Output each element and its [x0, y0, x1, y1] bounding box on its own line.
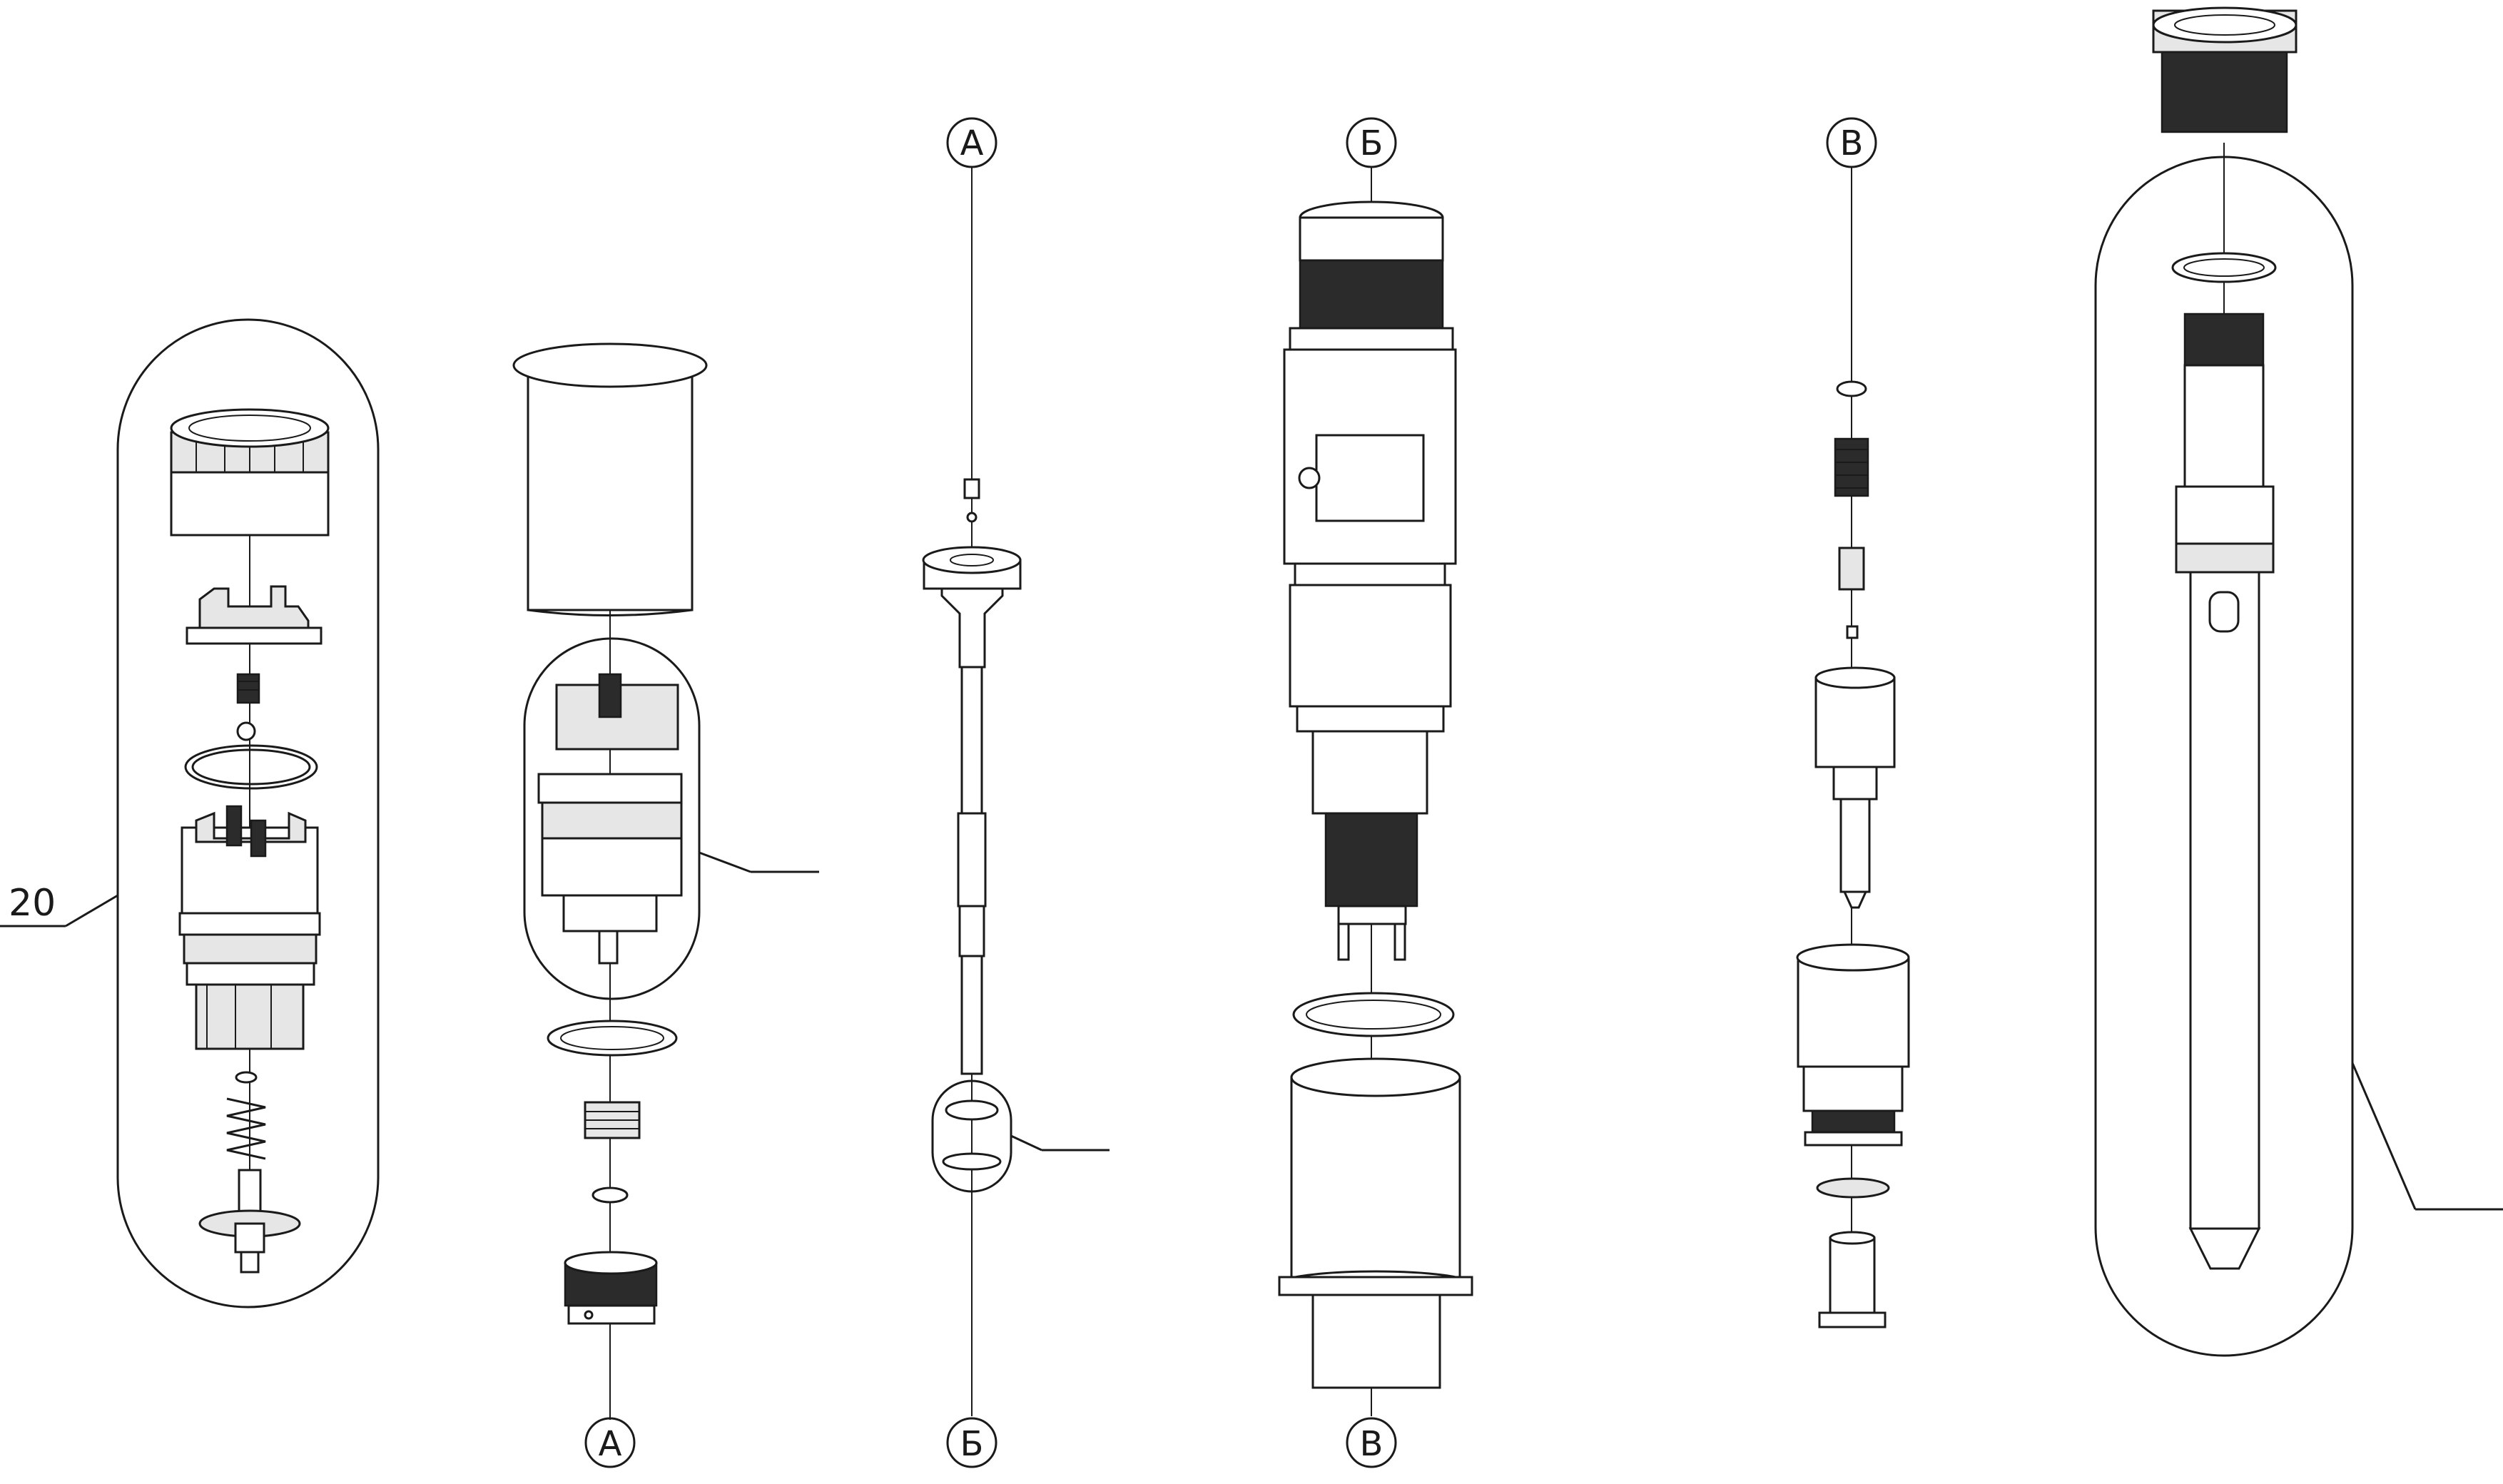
inlet-seal-ring-part — [2171, 252, 2277, 283]
small-washer-part — [235, 1071, 258, 1084]
injector-body-part — [1283, 200, 1457, 961]
group-3-leader-line — [1010, 1134, 1042, 1152]
assembly-group-1: 20 — [0, 318, 380, 1308]
ref-circle-a-top: А — [946, 117, 997, 168]
nozzle-part — [1814, 666, 1896, 909]
inlet-fitting-nut-part — [2152, 6, 2298, 133]
ring-washer-part — [547, 1020, 678, 1057]
o-ring-part — [184, 744, 318, 790]
nozzle-spring-part — [1834, 437, 1869, 497]
ref-circle-b-bottom: Б — [946, 1417, 997, 1468]
pin-part-2 — [1846, 625, 1859, 639]
assembly-group-6 — [2094, 6, 2503, 1357]
ref-circle-v-top: В — [1826, 117, 1877, 168]
seal-rings-part — [942, 1099, 1002, 1171]
ref-circle-a-bottom: А — [584, 1417, 636, 1468]
nozzle-nut-part — [1796, 943, 1910, 1147]
ref-label-v-bottom: В — [1360, 1424, 1383, 1464]
ref-circle-b-top: Б — [1346, 117, 1397, 168]
small-ball-part — [966, 512, 978, 523]
ref-label-a-bottom: А — [599, 1424, 622, 1464]
ref-label-a-top: А — [960, 123, 984, 163]
ball-part — [236, 721, 256, 741]
assembly-group-4: Б — [1278, 117, 1473, 1468]
item-20-leader-line — [65, 894, 118, 928]
sleeve-part — [1278, 1057, 1473, 1389]
large-ring-part — [1292, 992, 1455, 1037]
small-shim-part — [1836, 380, 1867, 397]
threaded-nut-part — [564, 1251, 658, 1325]
group-outline-capsule-1 — [116, 318, 380, 1308]
washer-part-5 — [1816, 1177, 1890, 1199]
valve-rod-part — [922, 546, 1022, 1075]
pin-part — [963, 478, 980, 499]
cylinder-cap-part — [512, 342, 708, 616]
inner-valve-assembly-part — [537, 673, 683, 965]
spacer-part — [1838, 547, 1865, 591]
solenoid-body-part — [178, 805, 321, 1050]
small-spring-part — [236, 673, 260, 704]
assembly-group-3: А Б — [922, 117, 1110, 1468]
ref-label-b-bottom: Б — [960, 1424, 984, 1464]
ref-label-v-top: В — [1840, 123, 1864, 163]
ref-label-b-top: Б — [1360, 123, 1383, 163]
hex-nut-part — [170, 408, 330, 537]
ref-circle-v-bottom: В — [1346, 1417, 1397, 1468]
group-2-leader-line — [699, 851, 751, 873]
small-washer-part-2 — [592, 1186, 629, 1204]
inlet-connector-rod-part — [2175, 312, 2275, 1270]
group-outline-capsule-2 — [523, 637, 701, 1000]
item-number-label: 20 — [9, 882, 56, 925]
group-6-leader-line — [2351, 1062, 2417, 1210]
bracket-part — [186, 585, 323, 645]
spring-part-2 — [584, 1101, 641, 1139]
armature-part — [198, 1169, 301, 1274]
assembly-group-5: В — [1796, 117, 1910, 1328]
small-sleeve-part — [1818, 1231, 1887, 1328]
assembly-group-2: А — [512, 342, 819, 1468]
spring-part — [226, 1097, 266, 1160]
